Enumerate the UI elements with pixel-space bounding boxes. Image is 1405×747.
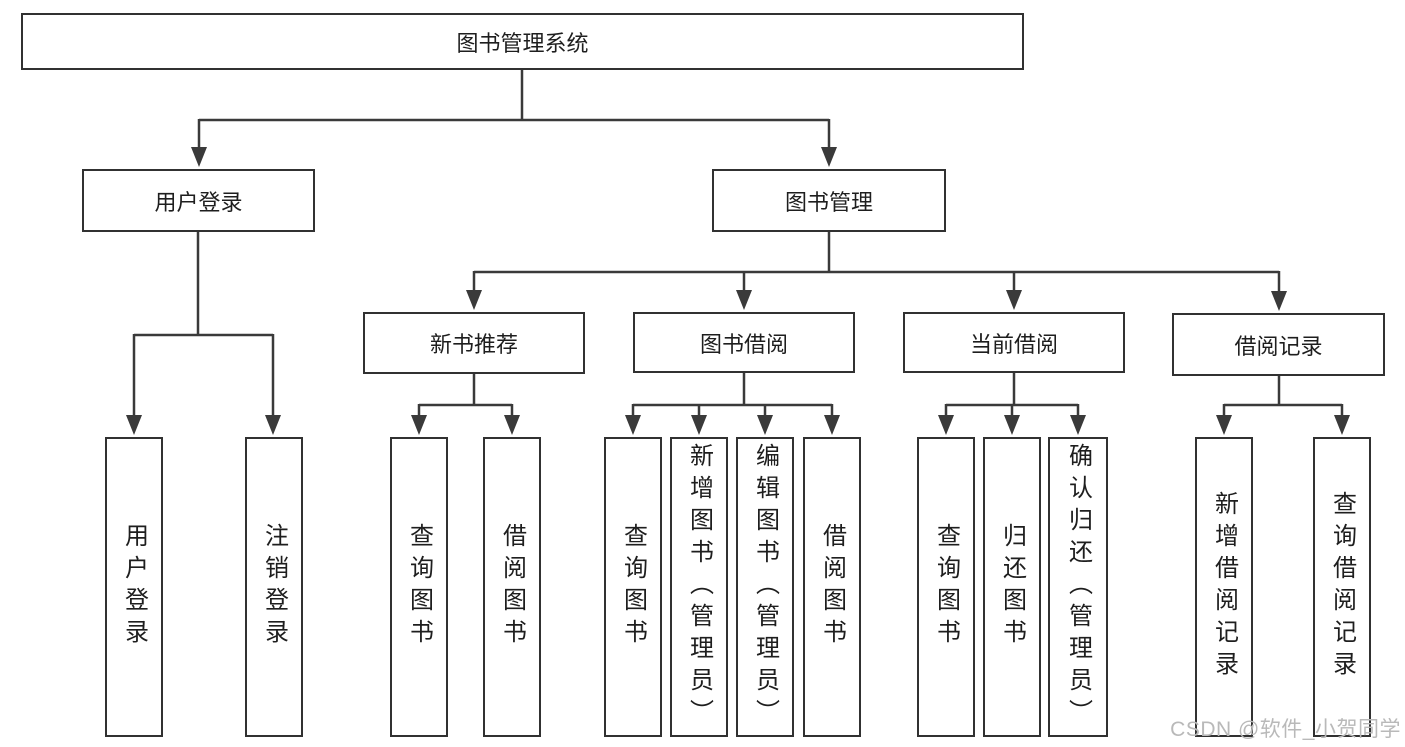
node-root: 图书管理系统 [21, 13, 1024, 70]
node-root-label: 图书管理系统 [456, 30, 589, 56]
node-leaf-edit-books-admin: 编辑图书（管理员） [736, 437, 794, 737]
node-book-borrow-label: 图书借阅 [699, 331, 788, 357]
arrow-down-icon [625, 415, 641, 435]
leaf-label: 查询图书 [932, 523, 960, 651]
arrow-down-icon [504, 415, 520, 435]
leaf-label: 编辑图书（管理员） [751, 443, 779, 731]
leaf-label: 借阅图书 [498, 523, 526, 651]
leaf-label: 新增借阅记录 [1210, 491, 1238, 683]
arrow-down-icon [1334, 415, 1350, 435]
node-user-login-label: 用户登录 [154, 189, 243, 215]
tree-edges [132, 70, 1344, 418]
leaf-label: 新增图书（管理员） [685, 443, 713, 731]
leaf-label: 注销登录 [260, 523, 288, 651]
node-leaf-add-books-admin: 新增图书（管理员） [670, 437, 728, 737]
node-new-book-recommend-label: 新书推荐 [429, 332, 518, 357]
arrow-down-icon [265, 415, 281, 435]
node-user-login: 用户登录 [82, 169, 315, 232]
arrow-down-icon [1271, 291, 1287, 311]
node-leaf-add-borrow-record: 新增借阅记录 [1195, 437, 1253, 737]
node-leaf-borrow-books-recommend: 借阅图书 [483, 437, 541, 737]
arrow-down-icon [757, 415, 773, 435]
node-leaf-logout: 注销登录 [245, 437, 303, 737]
leaf-label: 查询图书 [619, 523, 647, 651]
arrow-down-icon [191, 147, 207, 167]
node-leaf-return-books: 归还图书 [983, 437, 1041, 737]
node-leaf-query-books-recommend: 查询图书 [390, 437, 448, 737]
node-leaf-user-login: 用户登录 [105, 437, 163, 737]
node-book-management: 图书管理 [712, 169, 946, 232]
node-leaf-query-books-borrow: 查询图书 [604, 437, 662, 737]
node-borrow-records-label: 借阅记录 [1234, 333, 1323, 359]
leaf-label: 归还图书 [998, 523, 1026, 651]
leaf-label: 借阅图书 [818, 523, 846, 651]
arrow-down-icon [824, 415, 840, 435]
leaf-label: 查询图书 [405, 523, 433, 651]
arrow-down-icon [821, 147, 837, 167]
csdn-watermark: CSDN @软件_小贺同学 [1170, 718, 1401, 741]
arrow-down-icon [736, 290, 752, 310]
node-book-borrow: 图书借阅 [633, 312, 855, 373]
arrow-down-icon [466, 290, 482, 310]
leaf-label: 查询借阅记录 [1328, 491, 1356, 683]
node-leaf-confirm-return-admin: 确认归还（管理员） [1048, 437, 1108, 737]
node-new-book-recommend: 新书推荐 [363, 312, 585, 374]
arrow-down-icon [691, 415, 707, 435]
arrow-down-icon [1070, 415, 1086, 435]
leaf-label: 用户登录 [120, 523, 148, 651]
arrow-down-icon [1006, 290, 1022, 310]
arrow-down-icon [1004, 415, 1020, 435]
node-current-borrow-label: 当前借阅 [969, 331, 1058, 357]
node-leaf-borrow-books: 借阅图书 [803, 437, 861, 737]
node-current-borrow: 当前借阅 [903, 312, 1125, 373]
node-book-management-label: 图书管理 [784, 189, 873, 215]
arrow-down-icon [411, 415, 427, 435]
arrowheads [126, 147, 1350, 435]
leaf-label: 确认归还（管理员） [1064, 443, 1092, 731]
arrow-down-icon [938, 415, 954, 435]
node-leaf-query-books-current: 查询图书 [917, 437, 975, 737]
arrow-down-icon [126, 415, 142, 435]
node-leaf-query-borrow-record: 查询借阅记录 [1313, 437, 1371, 737]
node-borrow-records: 借阅记录 [1172, 313, 1385, 376]
arrow-down-icon [1216, 415, 1232, 435]
